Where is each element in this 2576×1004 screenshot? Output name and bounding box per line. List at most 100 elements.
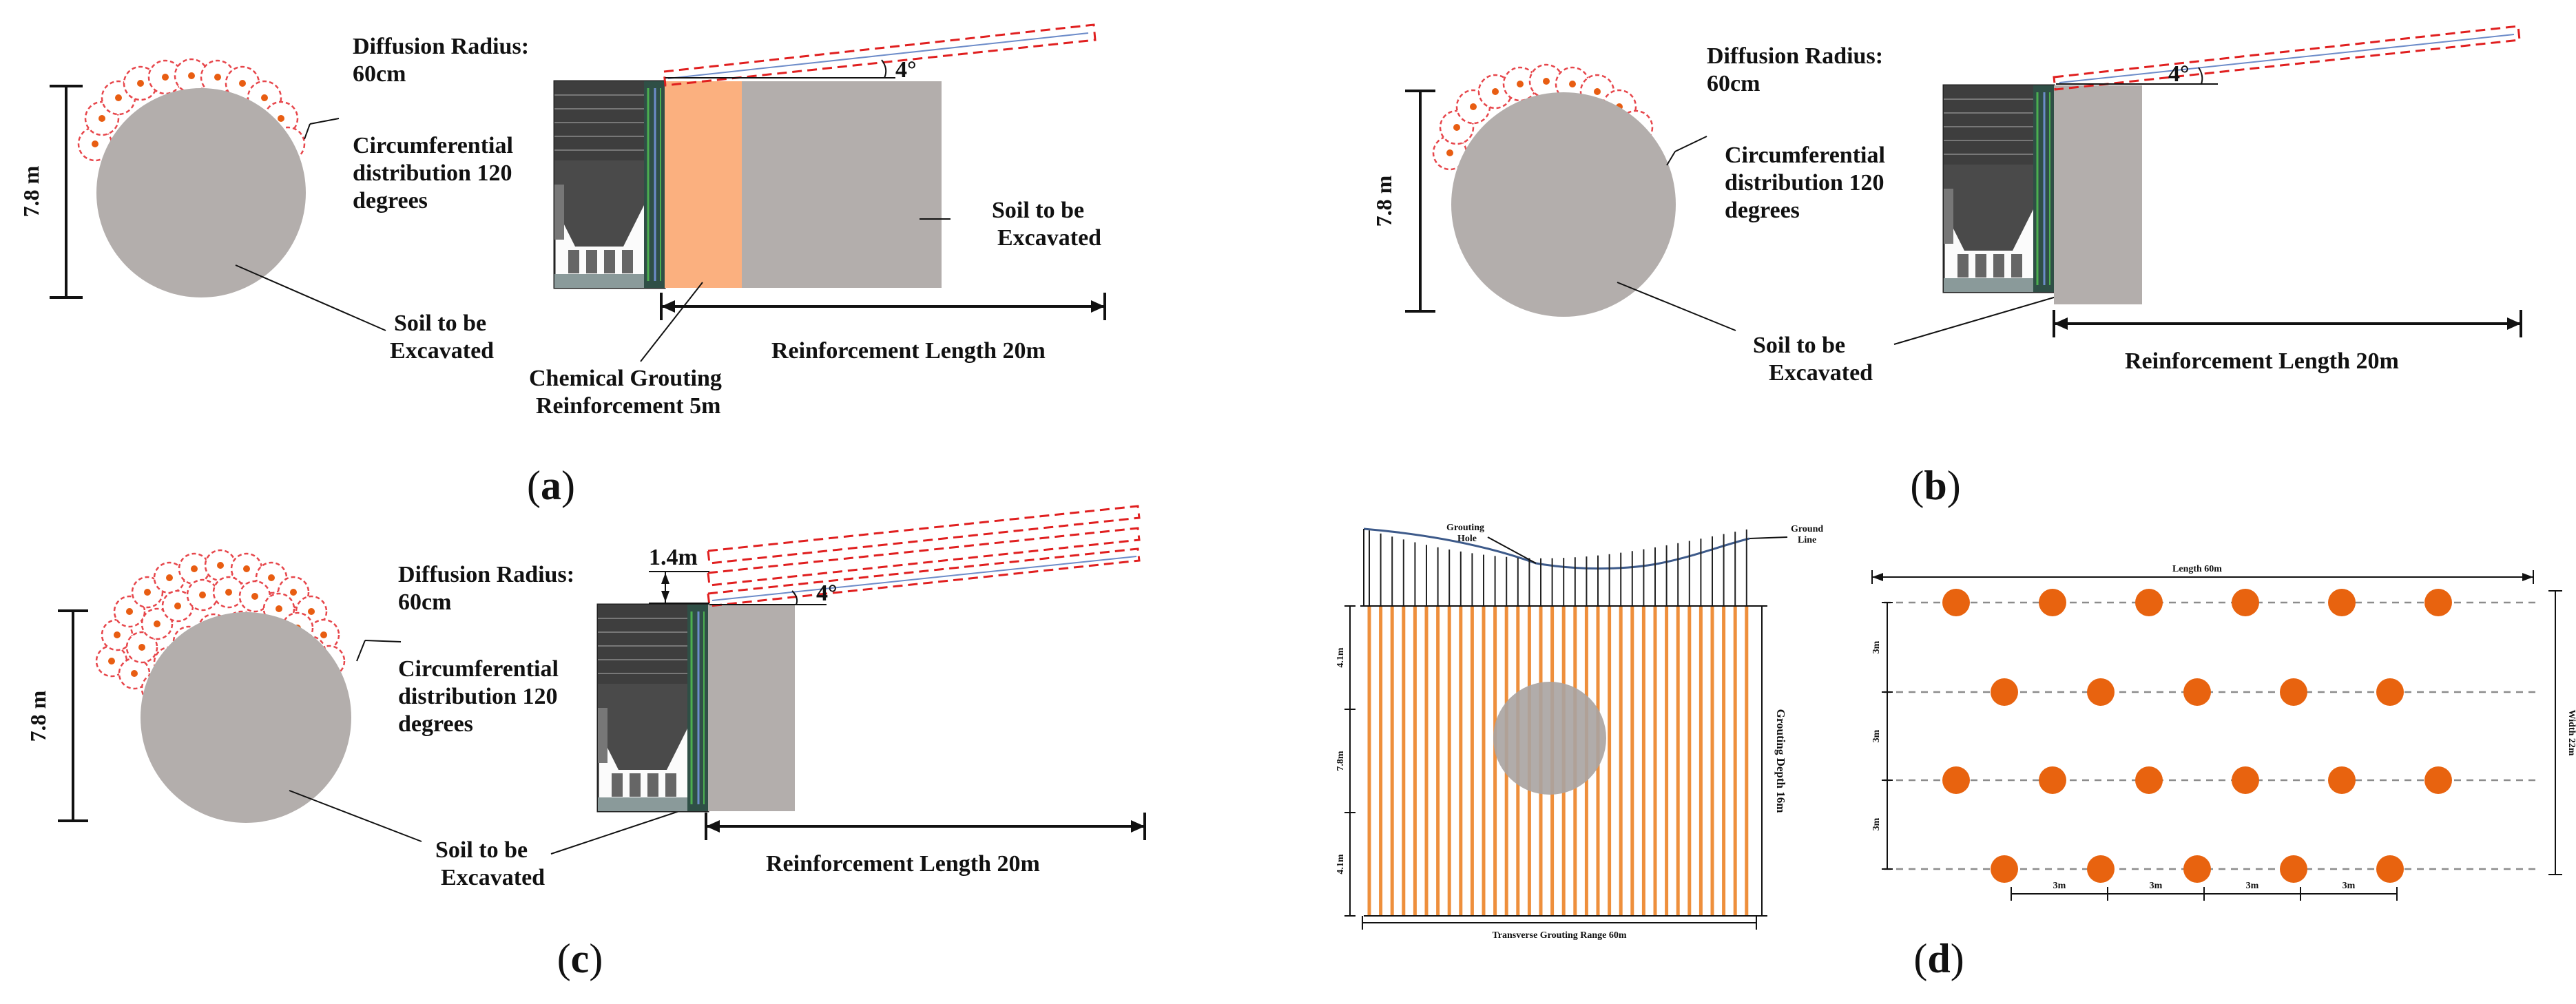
grout-hole — [2135, 766, 2163, 794]
row-spacing-1: 3m — [1871, 640, 1882, 653]
transverse-range: Transverse Grouting Range 60m — [1492, 930, 1626, 941]
circ-dist-a-3: degrees — [353, 188, 428, 213]
grout-hole — [1991, 855, 2018, 883]
tbm-b — [1942, 84, 2055, 293]
reinforcement-dim-a — [660, 293, 1106, 320]
circ-dist-b-2: distribution 120 — [1725, 170, 1884, 196]
soil-right-a-1: Soil to be — [992, 198, 1084, 223]
tunnel-section-c — [141, 612, 351, 823]
panel-d: Grouting Hole Ground Line 4.1m 7.8m 4.1m… — [1336, 523, 2576, 981]
circ-dist-c-1: Circumferential — [398, 656, 559, 682]
offset-label-c: 1.4m — [649, 545, 698, 570]
reinforcement-dim-b — [2053, 310, 2522, 337]
panel-a: 7.8 m Diffusion Radius: 60cm Circumferen… — [19, 23, 1106, 508]
grouting-plan — [1871, 570, 2562, 901]
circ-dist-a-2: distribution 120 — [353, 160, 512, 186]
angle-a: 4° — [895, 57, 917, 83]
height-dimension-c: 7.8 m — [25, 609, 88, 822]
grout-hole — [2376, 855, 2404, 883]
tunnel-section-d — [1493, 682, 1606, 795]
diffusion-radius-a-1: Diffusion Radius: — [353, 34, 529, 59]
reinforcement-label-c: Reinforcement Length 20m — [766, 851, 1040, 877]
circ-dist-c-2: distribution 120 — [398, 684, 557, 709]
grout-hole — [2232, 766, 2259, 794]
caption-d: (d) — [1913, 936, 1964, 981]
grout-hole — [2424, 589, 2452, 616]
col-spacing-4: 3m — [2343, 881, 2356, 891]
grout-hole — [2376, 678, 2404, 706]
grout-holes — [1942, 589, 2452, 883]
height-label-b: 7.8 m — [1371, 175, 1396, 227]
chemical-grout-zone-a — [665, 81, 742, 288]
chem-grout-a-2: Reinforcement 5m — [536, 393, 720, 419]
ground-line-1: Ground — [1791, 524, 1823, 534]
tunnel-section-b — [1451, 92, 1676, 317]
offset-dimension-c — [649, 571, 709, 604]
diffusion-radius-b-2: 60cm — [1707, 71, 1760, 96]
grouting-depth: Grouting Depth 16m — [1774, 709, 1787, 813]
grouting-section — [1344, 527, 1767, 930]
circ-dist-b-3: degrees — [1725, 198, 1800, 223]
circ-dist-b-1: Circumferential — [1725, 143, 1885, 168]
soil-left-a-1: Soil to be — [394, 311, 486, 336]
plan-length: Length 60m — [2172, 564, 2222, 574]
circ-dist-a-1: Circumferential — [353, 133, 513, 158]
reinforcement-label-a: Reinforcement Length 20m — [771, 338, 1046, 364]
grout-hole — [2328, 766, 2356, 794]
plan-width: Width 22m — [2566, 709, 2576, 755]
diffusion-radius-a-2: 60cm — [353, 61, 406, 87]
diffusion-radius-c-2: 60cm — [398, 589, 451, 615]
height-dimension-b: 7.8 m — [1371, 90, 1435, 313]
grout-hole — [1942, 766, 1970, 794]
height-dimension-a: 7.8 m — [19, 85, 83, 299]
angle-b: 4° — [2168, 61, 2190, 87]
col-spacing-2: 3m — [2150, 881, 2163, 891]
reinforcement-label-b: Reinforcement Length 20m — [2125, 348, 2399, 374]
soil-block-a — [742, 81, 942, 288]
panel-c: 7.8 m Diffusion Radius: 60cm Circumferen… — [25, 505, 1146, 981]
grout-hole — [2280, 678, 2307, 706]
caption-b: (b) — [1910, 463, 1960, 508]
depth-top: 4.1m — [1336, 647, 1346, 668]
angle-c: 4° — [816, 581, 838, 606]
grout-hole — [2232, 589, 2259, 616]
reinforcement-dim-c — [705, 813, 1146, 840]
grout-hole — [2087, 678, 2115, 706]
caption-c: (c) — [557, 936, 603, 981]
grout-hole — [2328, 589, 2356, 616]
tbm-c — [596, 603, 709, 813]
soil-block-b — [2054, 85, 2142, 304]
grout-hole — [2039, 766, 2066, 794]
col-spacing-1: 3m — [2053, 881, 2066, 891]
circ-dist-c-3: degrees — [398, 711, 473, 737]
diffusion-radius-c-1: Diffusion Radius: — [398, 562, 574, 587]
ground-line-2: Line — [1798, 535, 1816, 545]
depth-mid: 7.8m — [1336, 751, 1346, 771]
grout-hole — [2135, 589, 2163, 616]
grouting-hole-1: Grouting — [1446, 523, 1484, 533]
soil-b-1: Soil to be — [1753, 333, 1845, 358]
soil-c-1: Soil to be — [435, 837, 528, 863]
tbm-a — [553, 80, 666, 289]
height-label-a: 7.8 m — [19, 165, 43, 217]
soil-left-a-2: Excavated — [390, 338, 494, 364]
grout-hole — [2280, 855, 2307, 883]
caption-a: (a) — [527, 463, 575, 508]
panel-b: 7.8 m Diffusion Radius: 60cm Circumferen… — [1371, 25, 2522, 508]
tunnel-section-a — [96, 88, 306, 297]
diffusion-radius-b-1: Diffusion Radius: — [1707, 43, 1883, 69]
soil-block-c — [708, 605, 795, 811]
grout-hole — [2183, 678, 2211, 706]
grouting-hole-2: Hole — [1457, 534, 1477, 544]
row-spacing-2: 3m — [1871, 729, 1882, 742]
grout-hole — [2424, 766, 2452, 794]
grout-hole — [1942, 589, 1970, 616]
row-spacing-3: 3m — [1871, 817, 1882, 830]
height-label-c: 7.8 m — [25, 690, 50, 742]
depth-bot: 4.1m — [1336, 854, 1346, 875]
grout-hole — [2087, 855, 2115, 883]
soil-c-2: Excavated — [441, 865, 545, 890]
grout-hole — [2039, 589, 2066, 616]
col-spacing-3: 3m — [2246, 881, 2259, 891]
